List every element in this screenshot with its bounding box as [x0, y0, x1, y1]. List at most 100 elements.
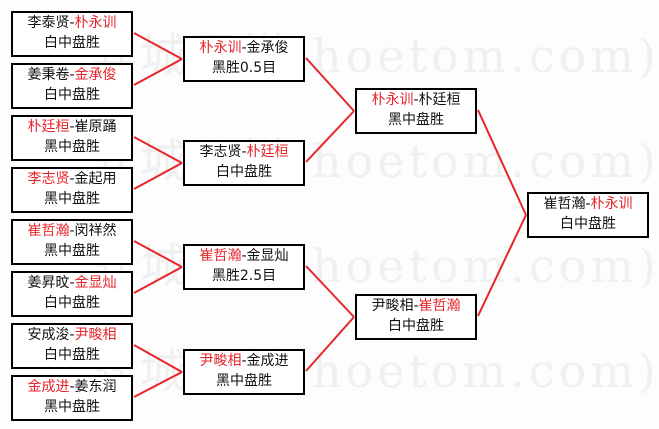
player-black: 姜秉卷: [27, 67, 70, 83]
match-players: 崔哲瀚-朴永训: [529, 194, 647, 214]
separator: -: [241, 353, 247, 369]
bracket-connector: [133, 32, 183, 60]
separator: -: [69, 379, 75, 395]
match-players: 姜秉卷-金承俊: [13, 65, 131, 85]
match-players: 崔哲瀚-闵祥然: [13, 221, 131, 241]
match-box-round2-1: 朴永训-金承俊黑胜0.5目: [183, 36, 305, 82]
separator: -: [69, 275, 75, 291]
match-result: 白中盘胜: [560, 216, 616, 232]
player-black: 安成浚: [27, 327, 70, 343]
match-players: 崔哲瀚-金显灿: [185, 246, 303, 266]
match-box-round1-8: 金成进-姜东润黑中盘胜: [11, 375, 133, 421]
match-box-round2-4: 尹畯相-金成进黑中盘胜: [183, 349, 305, 395]
bracket-connector: [305, 316, 355, 372]
match-box-round2-3: 崔哲瀚-金显灿黑胜2.5目: [183, 244, 305, 290]
bracket-connector: [305, 110, 355, 163]
player-white: 崔原踊: [74, 119, 117, 135]
bracket-connector: [133, 136, 183, 164]
player-black: 崔哲瀚: [543, 196, 586, 212]
match-box-round3-1: 朴永训-朴廷桓黑中盘胜: [355, 88, 477, 134]
match-result: 白中盘胜: [216, 164, 272, 180]
match-result: 黑中盘胜: [44, 243, 100, 259]
match-box-round2-2: 李志贤-朴廷桓白中盘胜: [183, 140, 305, 186]
player-black: 朴廷桓: [27, 119, 70, 135]
separator: -: [69, 327, 75, 343]
match-players: 姜昇旼-金显灿: [13, 273, 131, 293]
match-box-round1-7: 安成浚-尹畯相白中盘胜: [11, 323, 133, 369]
match-box-round1-1: 李泰贤-朴永训白中盘胜: [11, 11, 133, 57]
match-box-round1-3: 朴廷桓-崔原踊黑中盘胜: [11, 115, 133, 161]
match-players: 尹畯相-金成进: [185, 351, 303, 371]
match-players: 尹畯相-崔哲瀚: [357, 296, 475, 316]
match-box-round1-6: 姜昇旼-金显灿白中盘胜: [11, 271, 133, 317]
match-players: 李泰贤-朴永训: [13, 13, 131, 33]
player-black: 姜昇旼: [27, 275, 70, 291]
player-black: 李志贤: [199, 144, 242, 160]
match-result: 黑中盘胜: [44, 399, 100, 415]
match-result: 黑胜2.5目: [211, 268, 277, 284]
match-box-round4-1: 崔哲瀚-朴永训白中盘胜: [527, 192, 649, 238]
bracket-connector: [477, 214, 527, 317]
match-result: 白中盘胜: [44, 347, 100, 363]
match-players: 朴廷桓-崔原踊: [13, 117, 131, 137]
match-box-round3-2: 尹畯相-崔哲瀚白中盘胜: [355, 294, 477, 340]
player-black: 朴永训: [199, 40, 242, 56]
bracket-connector: [133, 162, 183, 190]
player-black: 崔哲瀚: [27, 223, 70, 239]
match-result: 黑中盘胜: [216, 373, 272, 389]
player-white: 姜东润: [74, 379, 117, 395]
match-result: 黑中盘胜: [44, 139, 100, 155]
player-white: 金起用: [74, 171, 117, 187]
player-black: 李志贤: [27, 171, 70, 187]
bracket-connector: [133, 266, 183, 294]
match-players: 安成浚-尹畯相: [13, 325, 131, 345]
player-white: 朴永训: [74, 15, 117, 31]
match-result: 白中盘胜: [44, 87, 100, 103]
player-white: 金成进: [246, 353, 289, 369]
player-black: 朴永训: [371, 92, 414, 108]
bracket-connector: [477, 109, 527, 216]
match-result: 白中盘胜: [388, 318, 444, 334]
player-white: 尹畯相: [74, 327, 117, 343]
match-box-round1-2: 姜秉卷-金承俊白中盘胜: [11, 63, 133, 109]
separator: -: [585, 196, 591, 212]
match-box-round1-4: 李志贤-金起用黑中盘胜: [11, 167, 133, 213]
player-black: 金成进: [27, 379, 70, 395]
match-result: 黑中盘胜: [388, 112, 444, 128]
separator: -: [69, 223, 75, 239]
match-result: 黑中盘胜: [44, 191, 100, 207]
player-white: 金显灿: [246, 248, 289, 264]
player-white: 金承俊: [246, 40, 289, 56]
match-players: 金成进-姜东润: [13, 377, 131, 397]
match-players: 李志贤-金起用: [13, 169, 131, 189]
match-players: 朴永训-金承俊: [185, 38, 303, 58]
separator: -: [241, 144, 247, 160]
player-white: 朴廷桓: [418, 92, 461, 108]
bracket-connector: [133, 240, 183, 268]
match-players: 朴永训-朴廷桓: [357, 90, 475, 110]
player-black: 崔哲瀚: [199, 248, 242, 264]
match-result: 白中盘胜: [44, 35, 100, 51]
bracket-connector: [305, 265, 355, 318]
match-result: 黑胜0.5目: [211, 60, 277, 76]
player-white: 金承俊: [74, 67, 117, 83]
player-white: 崔哲瀚: [418, 298, 461, 314]
match-players: 李志贤-朴廷桓: [185, 142, 303, 162]
separator: -: [69, 67, 75, 83]
player-black: 尹畯相: [199, 353, 242, 369]
separator: -: [69, 171, 75, 187]
match-result: 白中盘胜: [44, 295, 100, 311]
match-box-round1-5: 崔哲瀚-闵祥然黑中盘胜: [11, 219, 133, 265]
player-white: 朴廷桓: [246, 144, 289, 160]
bracket-connector: [305, 57, 355, 112]
player-black: 尹畯相: [371, 298, 414, 314]
separator: -: [241, 248, 247, 264]
bracket-connector: [133, 344, 183, 373]
bracket-connector: [133, 58, 183, 86]
player-white: 金显灿: [74, 275, 117, 291]
separator: -: [413, 298, 419, 314]
bracket-connector: [133, 371, 183, 398]
player-white: 朴永训: [590, 196, 633, 212]
